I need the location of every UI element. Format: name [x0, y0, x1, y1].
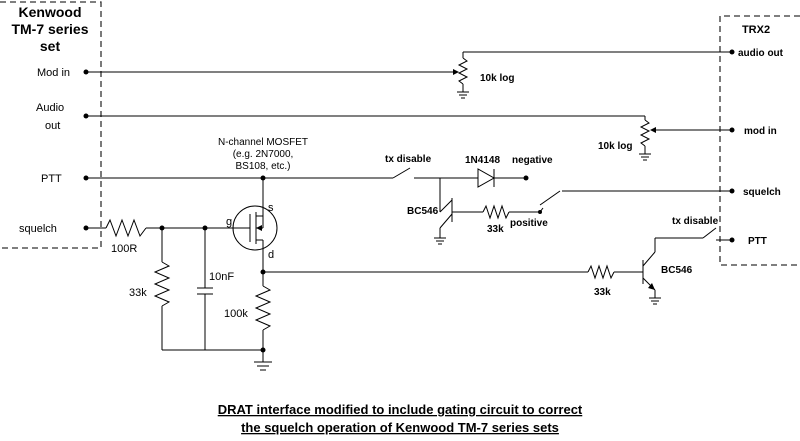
mosfet-label-line3: BS108, etc.): [235, 161, 290, 172]
trx2-audio-out-label: audio out: [738, 48, 784, 59]
diode-q1-section: 1N4148 negative BC546 33k positive: [407, 155, 732, 245]
caption-line2: the squelch operation of Kenwood TM-7 se…: [241, 420, 559, 435]
audio-out-wiring: 10k log: [86, 115, 732, 161]
pot2-resistor: [639, 119, 651, 147]
resistor-33k-label: 33k: [129, 287, 147, 299]
trx2-mod-in-label: mod in: [744, 126, 777, 137]
resistor-100k-label: 100k: [224, 308, 248, 320]
mosfet-label-line2: (e.g. 2N7000,: [233, 149, 294, 160]
negative-label: negative: [512, 155, 553, 166]
trx2-title: TRX2: [742, 24, 770, 36]
capacitor-label: 10nF: [209, 271, 234, 283]
mosfet-source-label: s: [268, 202, 274, 214]
caption-line1: DRAT interface modified to include gatin…: [218, 402, 583, 417]
q2-base-resistor: [587, 264, 615, 280]
kenwood-title-line1: Kenwood: [19, 4, 82, 20]
pot2-label: 10k log: [598, 141, 632, 152]
mosfet-gate-label: g: [226, 216, 232, 228]
kenwood-title-line2: TM-7 series: [11, 21, 88, 37]
resistor-33k-gate: [153, 261, 171, 307]
q1-label: BC546: [407, 206, 439, 217]
mod-in-wiring: 10k log: [86, 51, 732, 99]
trx2-box: TRX2 audio out mod in squelch PTT: [719, 15, 800, 266]
kenwood-ptt-label: PTT: [41, 173, 62, 185]
pot1-resistor: [457, 57, 469, 85]
kenwood-audio-out-label-2: out: [45, 120, 60, 132]
ptt-wiring: tx disable: [86, 154, 440, 181]
mosfet-label-line1: N-channel MOSFET: [218, 137, 308, 148]
kenwood-mod-in-label: Mod in: [37, 67, 70, 79]
trx2-squelch-label: squelch: [743, 187, 781, 198]
kenwood-box: Kenwood TM-7 series set Mod in Audio out…: [0, 1, 102, 249]
mosfet: N-channel MOSFET (e.g. 2N7000, BS108, et…: [218, 137, 308, 272]
trx2-ptt-label: PTT: [748, 236, 767, 247]
q2-resistor-label: 33k: [594, 287, 611, 298]
resistor-100r: [105, 218, 147, 238]
q1-base-resistor: [482, 204, 510, 220]
q2-section: 33k BC546 tx disable: [587, 216, 732, 305]
drain-wiring: 100k: [224, 269, 588, 371]
kenwood-audio-out-label-1: Audio: [36, 102, 64, 114]
switch1-label: tx disable: [385, 154, 432, 165]
mosfet-drain-label: d: [268, 249, 274, 261]
diode-label: 1N4148: [465, 155, 500, 166]
resistor-100k: [254, 285, 272, 331]
switch2-label: tx disable: [672, 216, 719, 227]
q2-label: BC546: [661, 265, 693, 276]
resistor-100r-label: 100R: [111, 243, 137, 255]
q1-resistor-label: 33k: [487, 224, 504, 235]
squelch-input-wiring: 100R 33k 10nF: [86, 218, 263, 351]
positive-label: positive: [510, 218, 548, 229]
kenwood-squelch-label: squelch: [19, 223, 57, 235]
kenwood-title-line3: set: [40, 38, 61, 54]
pot1-label: 10k log: [480, 73, 514, 84]
